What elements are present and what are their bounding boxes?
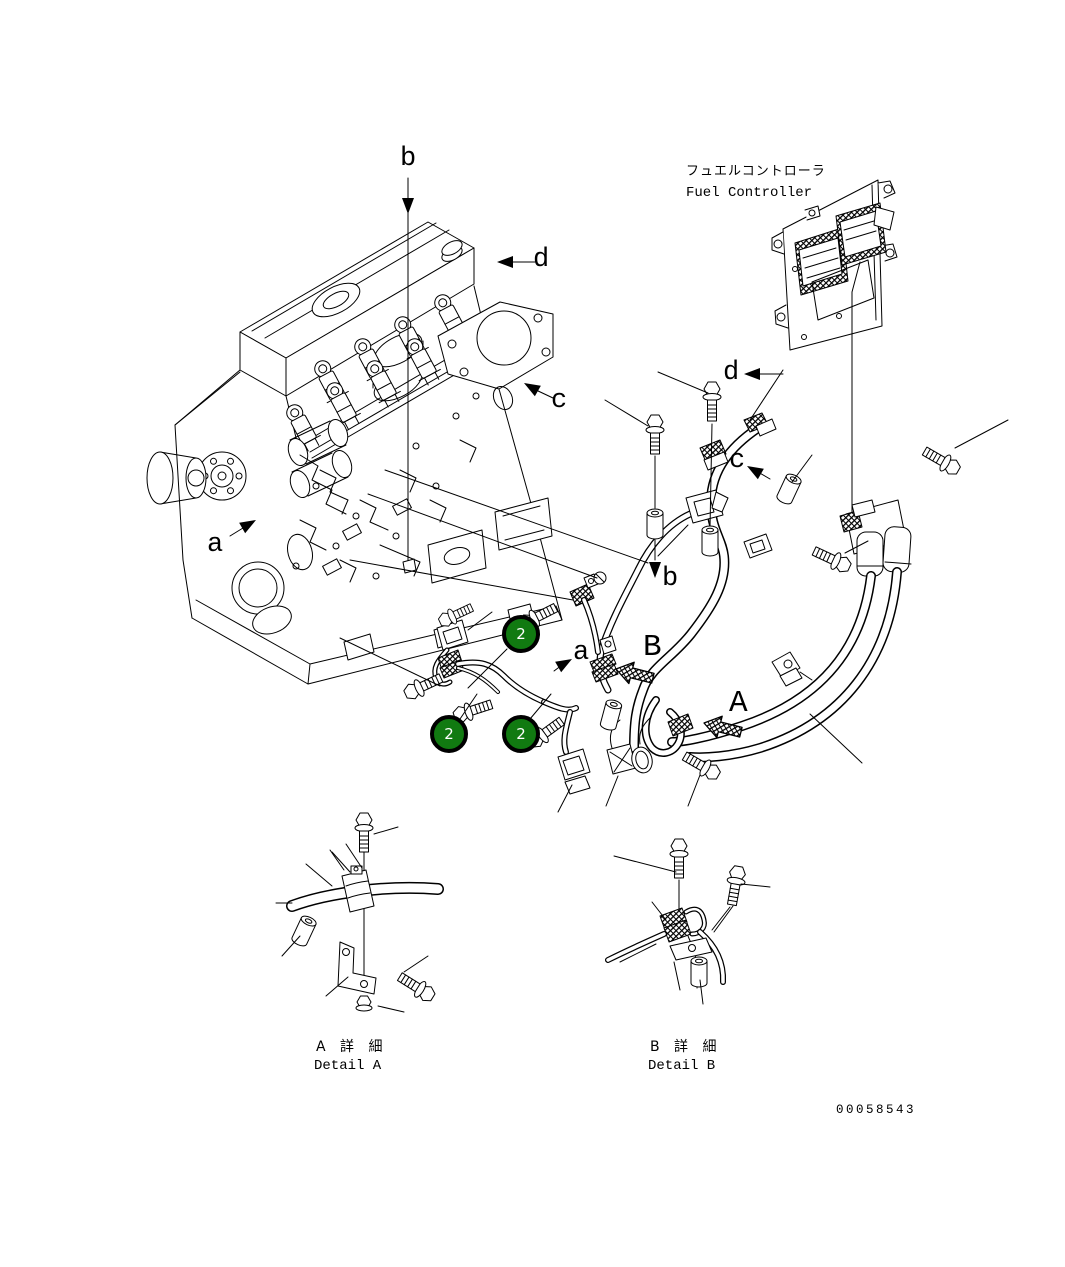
- callout-harness-a: a: [573, 638, 590, 668]
- wiring-harness-illustration: [401, 381, 964, 795]
- quantity-badge[interactable]: 2: [502, 715, 540, 753]
- callout-arrows: [229, 197, 784, 744]
- arrow-upleft-c-engine: [520, 377, 542, 397]
- detail-a-title-en: Detail A: [314, 1058, 382, 1074]
- detail-b-title-jp: B 詳 細: [650, 1039, 722, 1055]
- drawing-number: 00058543: [836, 1103, 917, 1117]
- detail-a-title-jp: A 詳 細: [316, 1039, 388, 1055]
- detail-b-illustration: [605, 838, 771, 1005]
- arrow-left-d-harness: [743, 367, 761, 381]
- fuel-controller-label-en: Fuel Controller: [686, 185, 813, 201]
- arrow-down-b-engine: [401, 197, 415, 215]
- callout-engine-c: c: [551, 386, 568, 416]
- fuel-controller-label-jp: フュエルコントローラ: [686, 164, 826, 179]
- quantity-badge[interactable]: 2: [502, 615, 540, 653]
- arrow-upright-a-engine: [238, 514, 260, 534]
- leader-lines: [339, 177, 1009, 813]
- quantity-badge[interactable]: 2: [430, 715, 468, 753]
- view-letter-a: A: [729, 686, 748, 721]
- quantity-badge-value: 2: [444, 725, 454, 743]
- quantity-badge-value: 2: [516, 625, 526, 643]
- arrow-down-b-harness: [648, 561, 662, 579]
- arrow-left-d-engine: [496, 255, 514, 269]
- callout-harness-d: d: [723, 358, 740, 388]
- quantity-badge-value: 2: [516, 725, 526, 743]
- callout-harness-c: c: [729, 446, 746, 476]
- arrow-upleft-c-harness: [743, 460, 765, 480]
- callout-harness-b: b: [662, 564, 679, 594]
- callout-engine-b: b: [400, 144, 417, 174]
- engine-illustration: [146, 221, 563, 685]
- view-letter-b: B: [643, 630, 662, 665]
- detail-b-title-en: Detail B: [648, 1058, 716, 1074]
- callout-engine-a: a: [207, 530, 224, 560]
- callout-engine-d: d: [533, 245, 550, 275]
- fuel-controller-illustration: [771, 179, 898, 521]
- detail-a-illustration: [275, 812, 444, 1013]
